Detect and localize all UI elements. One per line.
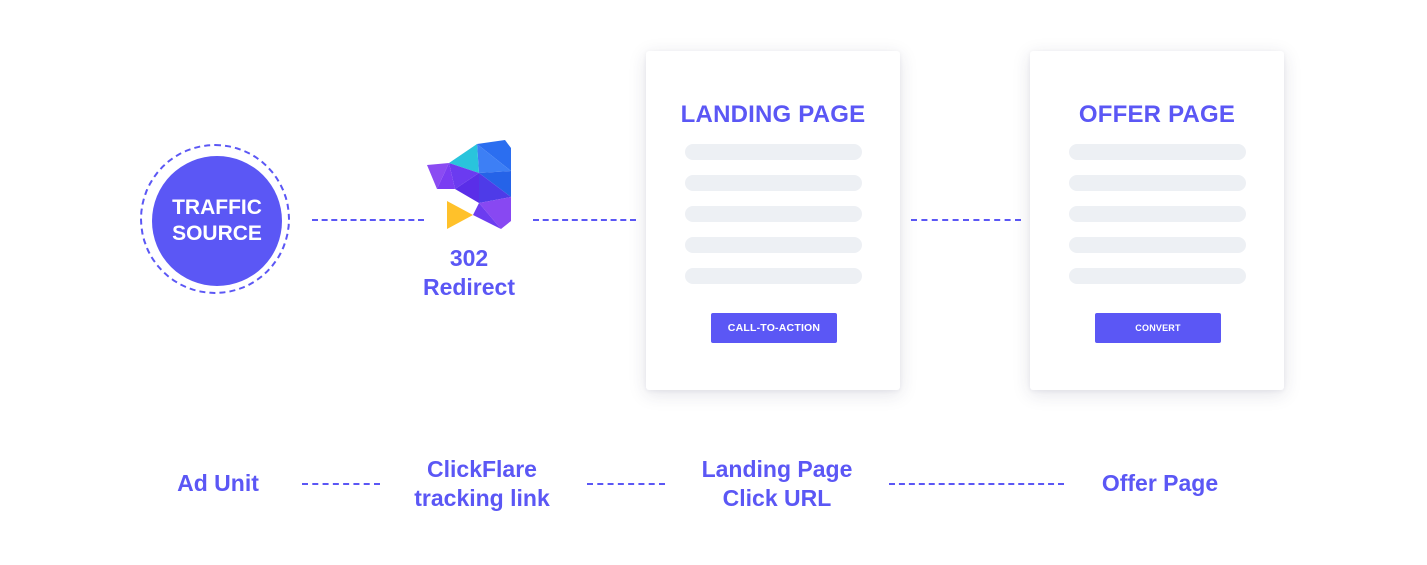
redirect-code: 302	[449, 245, 489, 271]
landing-page-title: LANDING PAGE	[680, 101, 866, 128]
offer-page-title: OFFER PAGE	[1078, 101, 1236, 128]
connector-redirect-to-landing	[533, 219, 636, 221]
traffic-source-label: TRAFFIC SOURCE	[162, 195, 272, 247]
placeholder-line	[685, 237, 862, 253]
call-to-action-button[interactable]: CALL-TO-ACTION	[711, 313, 837, 343]
placeholder-line	[685, 144, 862, 160]
connector-adunit-to-tracking	[302, 483, 380, 485]
offer-page-card: OFFER PAGE CONVERT	[1030, 51, 1284, 390]
landing-click-url-label: Landing Page Click URL	[686, 455, 868, 513]
ad-unit-label: Ad Unit	[177, 470, 259, 496]
placeholder-line	[685, 268, 862, 284]
placeholder-line	[685, 206, 862, 222]
tracking-link-label-line2: tracking link	[414, 485, 550, 511]
traffic-source-label-line1: TRAFFIC	[172, 196, 262, 219]
traffic-source-label-line2: SOURCE	[172, 222, 262, 245]
placeholder-line	[1069, 268, 1246, 284]
connector-traffic-to-redirect	[312, 219, 424, 221]
offer-page-label: Offer Page	[1101, 470, 1219, 496]
placeholder-line	[1069, 206, 1246, 222]
clickflare-logo-icon	[427, 140, 511, 229]
redirect-text: Redirect	[422, 274, 516, 300]
placeholder-line	[1069, 175, 1246, 191]
tracking-link-label: ClickFlare tracking link	[396, 455, 568, 513]
placeholder-line	[1069, 144, 1246, 160]
connector-landing-to-offer-label	[889, 483, 1064, 485]
landing-click-url-label-line2: Click URL	[722, 485, 832, 511]
offer-page-content-lines	[1069, 144, 1246, 299]
traffic-source-node: TRAFFIC SOURCE	[152, 156, 282, 286]
connector-landing-to-offer	[911, 219, 1021, 221]
landing-click-url-label-line1: Landing Page	[701, 456, 853, 482]
landing-page-card: LANDING PAGE CALL-TO-ACTION	[646, 51, 900, 390]
traffic-source-ring	[140, 144, 290, 294]
placeholder-line	[1069, 237, 1246, 253]
connector-tracking-to-landing	[587, 483, 665, 485]
tracking-link-label-line1: ClickFlare	[427, 456, 537, 482]
redirect-label: 302 Redirect	[400, 244, 538, 302]
convert-button[interactable]: CONVERT	[1095, 313, 1221, 343]
placeholder-line	[685, 175, 862, 191]
landing-page-content-lines	[685, 144, 862, 299]
